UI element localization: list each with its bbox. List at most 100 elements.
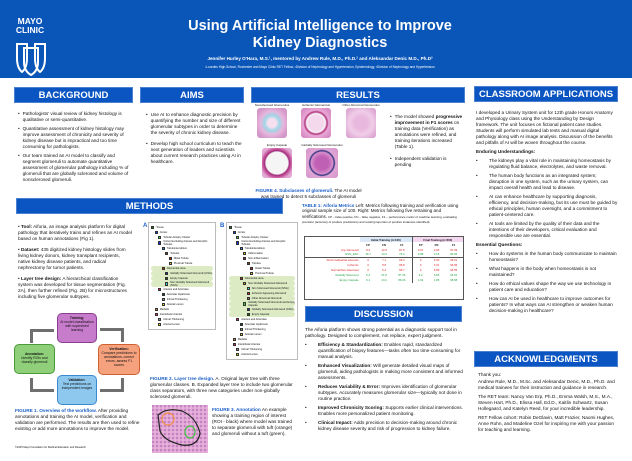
column-header: F1 — [400, 242, 404, 247]
tree-node: Distal Tubule — [151, 256, 213, 261]
table-cell: 87.8 — [399, 247, 405, 252]
roi-outline — [157, 409, 201, 446]
layer-color-swatch — [232, 230, 236, 235]
classroom-body: I developed a Urinary System unit for 12… — [476, 110, 618, 317]
tree-node-label: Interlobular Arteries — [159, 313, 183, 316]
tree-node: Ischemic Appearing Glomeruli — [229, 291, 295, 296]
tree-node-label: Interlobular Arteries — [237, 343, 261, 346]
tree-node-label: Arteries and Arterioles — [241, 318, 267, 321]
box-text: Test predictions on independent images — [61, 382, 93, 390]
item-text: AI can enhance healthcare by supporting … — [489, 194, 618, 217]
copyright: ©2025 Mayo Foundation for Medical Educat… — [15, 446, 86, 449]
layer-color-swatch — [239, 332, 243, 337]
image-label: Other Abnormal Glomerulus — [342, 103, 380, 107]
item-text: Independent validation is pending — [394, 156, 447, 167]
tree-node-label: Arterial Lumen — [244, 333, 262, 336]
tree-node: Tissue — [151, 225, 213, 230]
table-cell: 0 — [411, 262, 429, 268]
background-heading: BACKGROUND — [14, 87, 133, 103]
tree-node: Intimal Thickening — [151, 297, 213, 302]
list-item: •Develop high school curriculum to teach… — [146, 141, 244, 165]
list-item: •The human body functions as an integrat… — [476, 173, 618, 191]
row-label: Any Glomeruli — [341, 247, 359, 252]
table-cell: 6.4 — [366, 273, 371, 278]
tree-node: Non Globally Sclerosed Glomeruli — [229, 281, 295, 286]
mayo-shield-icon — [16, 43, 46, 76]
layer-color-swatch — [250, 271, 254, 276]
text-part: The model showed — [394, 114, 436, 119]
tree-node-label: Empty Capsule — [170, 277, 188, 280]
figure4-image-globally-sclerosed: Globally Sclerosed Glomerulus — [300, 143, 344, 179]
tree-node: Arteries and Arterioles — [229, 317, 295, 322]
list-item: •Pathologists' visual review of kidney h… — [18, 111, 132, 123]
box-title: Verification: — [109, 347, 129, 351]
tree-node: Medulla — [229, 337, 295, 342]
workflow-annotation: Annotation:Identify ROIs and classify gl… — [14, 344, 55, 374]
tree-node: Cortex — [229, 230, 295, 235]
list-item: • Dataset: 435 digitized kidney histolog… — [18, 247, 133, 271]
image-label: Empty Capsule — [266, 143, 288, 147]
tree-node: Distal Tubule — [229, 266, 295, 271]
tree-node-label: Tissue — [156, 226, 164, 229]
tree-node-label: Arterial Lumen — [241, 353, 259, 356]
tree-node: Cortex Excluding Arteries and Atrophic T… — [151, 240, 213, 246]
item-text: Reduces Variability & Error: Improves id… — [318, 384, 465, 402]
tree-node: Intimal Thickening — [229, 347, 295, 352]
image-label: Ischemic Glomerulus — [301, 103, 330, 107]
layer-color-swatch — [161, 297, 165, 302]
glomerulus-image — [301, 108, 331, 139]
table-cell: 1.85 — [433, 278, 440, 283]
tree-node: Globally Sclerosed Glomeruli (GSG) — [151, 271, 213, 276]
caption-footnote: FP – false positive, FN – false negative… — [302, 214, 457, 225]
figure3-caption: FIGURE 3. Annotation An example showing … — [212, 407, 296, 437]
layer-color-swatch — [165, 276, 169, 281]
ack-paragraph: Thank you: — [478, 372, 502, 377]
item-lead: Efficiency & Standardization: — [318, 342, 383, 347]
metrics-table: Initial Training (n=100)Final Training (… — [305, 237, 463, 283]
tree-node-label: Tissue — [234, 226, 242, 229]
caption-text: An example showing a training region of … — [212, 407, 293, 436]
tree-node-label: Tubulointerstitium — [166, 247, 188, 250]
table-cell: 8.6 — [382, 263, 387, 268]
column-header: FP — [366, 242, 370, 247]
list-item: •Independent validation is pending — [390, 156, 464, 168]
mayo-clinic-logo: MAYO CLINIC — [14, 17, 46, 35]
box-title: Validation: — [68, 378, 86, 382]
tree-node: Empty Capsule — [229, 312, 295, 317]
figure4-image-empty-capsule: Empty Capsule — [256, 143, 298, 179]
tree-node-label: Glomerular area — [166, 267, 186, 270]
caption-label: FIGURE 3. Annotation — [212, 407, 261, 412]
methods-heading: METHODS — [16, 198, 283, 214]
column-header: FN — [382, 242, 386, 247]
workflow-training: Training:AI model classification with su… — [57, 313, 97, 343]
table-cell: 0 — [411, 267, 429, 273]
list-item: •The model showed progressive improvemen… — [390, 114, 463, 149]
tree-node-label: Globally Sclerosed Glomeruli (GSG) — [170, 272, 212, 275]
list-item: •Improved Chronicity Scoring: Supports e… — [305, 405, 465, 417]
title-line: Using Artificial Intelligence to Improve — [188, 18, 452, 34]
tree-node-label: Ischemic Appearing Glomeruli — [251, 292, 287, 295]
layer-color-swatch — [250, 266, 254, 271]
tree-node-label: Tubulointerstitium — [244, 247, 266, 250]
table-cell: 21.8 — [381, 273, 387, 278]
layer-color-swatch — [246, 286, 250, 291]
table-cell: 2.65 — [433, 247, 440, 252]
tree-node: Globally Sclerosed Glomeruli and Empty C… — [229, 301, 295, 307]
bullet: • — [476, 173, 478, 178]
tree-node: Non Sclerosed Glomeruli (NSG) — [229, 286, 295, 291]
layer-color-swatch — [158, 241, 162, 245]
layer-color-swatch — [239, 246, 243, 251]
layer-color-swatch — [154, 230, 158, 235]
layer-color-swatch — [165, 251, 169, 256]
tree-node-label: Cortex — [159, 231, 168, 234]
tree-node-label: Arteries and Arterioles — [163, 288, 189, 291]
layer-color-swatch — [236, 352, 240, 357]
caption-label: FIGURE 4. Subclasses of glomeruli. — [255, 188, 334, 193]
layer-color-swatch — [229, 225, 233, 230]
workflow-arrow — [100, 328, 124, 342]
table-cell: 96.95 — [450, 263, 458, 268]
